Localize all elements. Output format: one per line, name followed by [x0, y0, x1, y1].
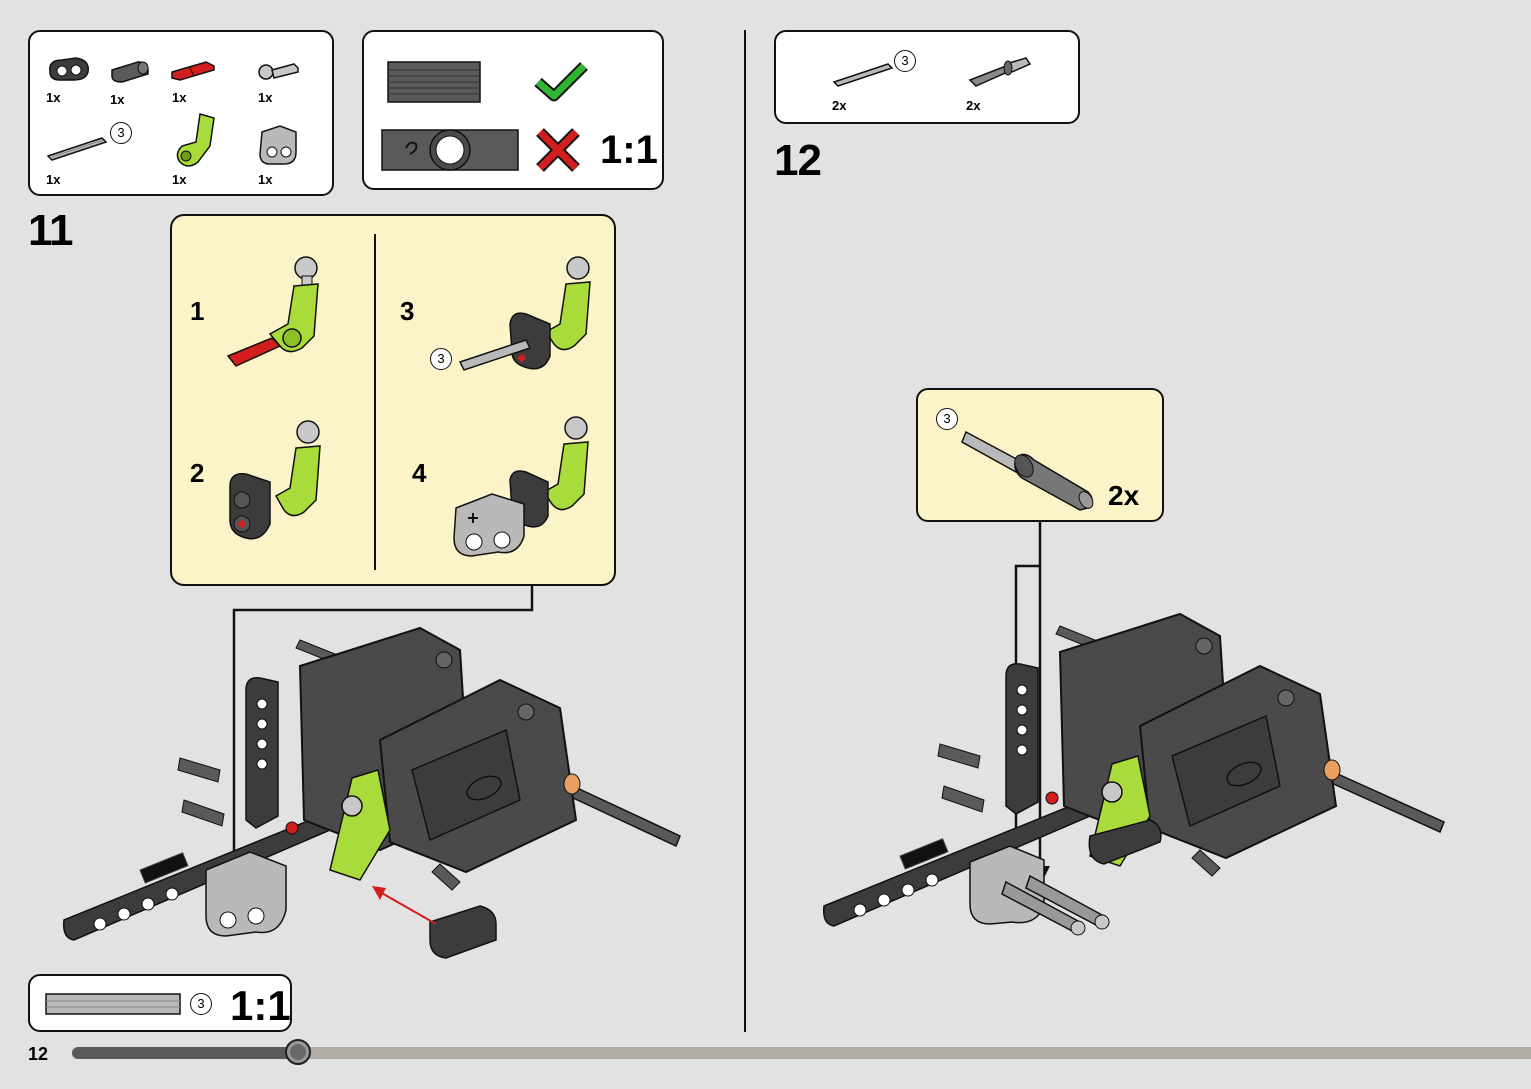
- orientation-hint-box: 1:1: [362, 30, 664, 190]
- substep-number: 2: [190, 458, 205, 488]
- part-qty: 1x: [258, 90, 273, 105]
- part-qty: 1x: [46, 172, 61, 187]
- step11-parts-list: 1x 1x 1x 1x 3 1x 1x 1x: [28, 30, 334, 196]
- part-qty: 1x: [172, 172, 187, 187]
- cross-icon: [536, 128, 580, 172]
- dark-connector-icon: [49, 57, 89, 81]
- correct-orientation-part: [387, 61, 481, 103]
- subassembly-box: 3 2x: [916, 388, 1164, 522]
- page-number: 12: [28, 1044, 49, 1064]
- substep-number: 4: [412, 458, 427, 488]
- substep-divider: [374, 234, 376, 570]
- pin-with-axle-illustration: [961, 430, 1094, 511]
- substep-2-illustration: [229, 420, 321, 540]
- gray-cross-block-icon: [259, 125, 297, 165]
- scale-label: 1:1: [600, 128, 658, 172]
- progress-knob: [285, 1039, 311, 1065]
- part-qty: 1x: [258, 172, 273, 187]
- part-qty: 1x: [172, 90, 187, 105]
- part-qty: 2x: [966, 98, 981, 113]
- substep-4-illustration: [453, 416, 589, 557]
- axle-length-marker: 3: [894, 50, 916, 72]
- progress-track: [72, 1047, 1531, 1059]
- axle-icon: [832, 63, 894, 87]
- progress-fill: [72, 1047, 298, 1059]
- axle-length-marker: 3: [190, 993, 212, 1015]
- page-divider: [744, 30, 746, 1032]
- axle-scale-icon: [45, 993, 181, 1015]
- part-qty: 1x: [46, 90, 61, 105]
- red-axle-pin-icon: [171, 61, 215, 81]
- dark-axle-connector-icon: [111, 61, 149, 83]
- step12-parts-list: 3 2x 2x: [774, 30, 1080, 124]
- step-number: 11: [28, 206, 74, 255]
- axle-icon: [46, 137, 108, 161]
- step11-model-illustration: [62, 626, 681, 959]
- part-qty: 1x: [110, 92, 125, 107]
- pin-with-axle-icon: [968, 57, 1032, 87]
- lime-angle-connector-icon: [176, 113, 215, 167]
- substep-1-illustration: [226, 256, 319, 367]
- scale-label: 1:1: [230, 982, 291, 1029]
- ball-joint-pin-icon: [258, 63, 299, 80]
- subassembly-qty: 2x: [1108, 480, 1140, 511]
- substep-3-illustration: [458, 256, 591, 371]
- subassembly-box: 1 2 3 3 4: [170, 214, 616, 586]
- axle-length-marker: 3: [936, 408, 958, 430]
- check-icon: [534, 62, 588, 102]
- step12-model-illustration: [822, 612, 1445, 936]
- axle-length-marker: 3: [110, 122, 132, 144]
- step-number: 12: [774, 136, 822, 185]
- scale-ruler-box: 3 1:1: [28, 974, 292, 1032]
- part-qty: 2x: [832, 98, 847, 113]
- substep-number: 3: [400, 296, 415, 326]
- incorrect-orientation-part: [381, 129, 519, 171]
- axle-length-marker: 3: [430, 348, 452, 370]
- substep-number: 1: [190, 296, 205, 326]
